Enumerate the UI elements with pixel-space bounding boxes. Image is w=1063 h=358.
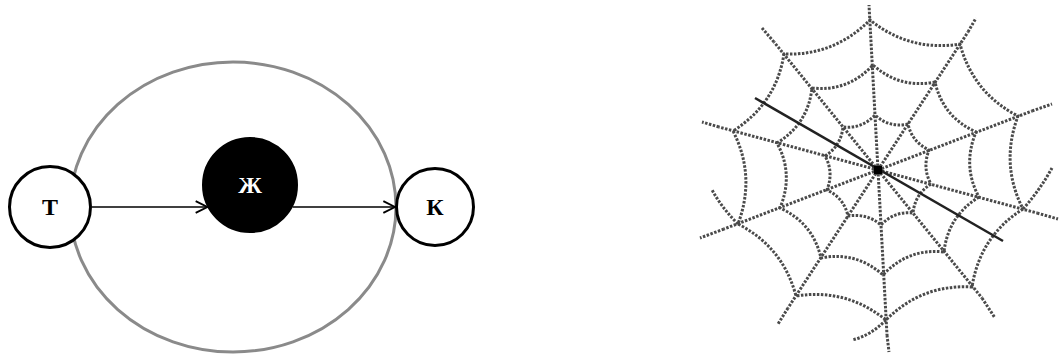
node-label: Ж [238, 172, 262, 198]
node-circle-shape [204, 139, 297, 232]
spider-web [700, 5, 1058, 352]
terminal-circle: К [395, 167, 475, 247]
node-label: К [426, 194, 443, 220]
web-ring-inner [825, 115, 931, 225]
filled-circle: Ж [202, 137, 298, 233]
web-loose-threads [700, 18, 1058, 352]
flow-arrow [92, 206, 207, 208]
terminal-circle: Т [8, 165, 92, 249]
web-spokes [719, 5, 1037, 335]
node-circle-shape [397, 169, 474, 246]
web-ring-outer [733, 20, 1023, 320]
node-circle-shape [10, 167, 91, 248]
web-ring-middle [777, 65, 979, 275]
flow-arrow [293, 206, 395, 208]
web-diagonal-thread [755, 98, 1003, 241]
web-center [874, 166, 882, 174]
enclosing-ellipse [70, 62, 396, 352]
node-label: Т [42, 194, 58, 220]
